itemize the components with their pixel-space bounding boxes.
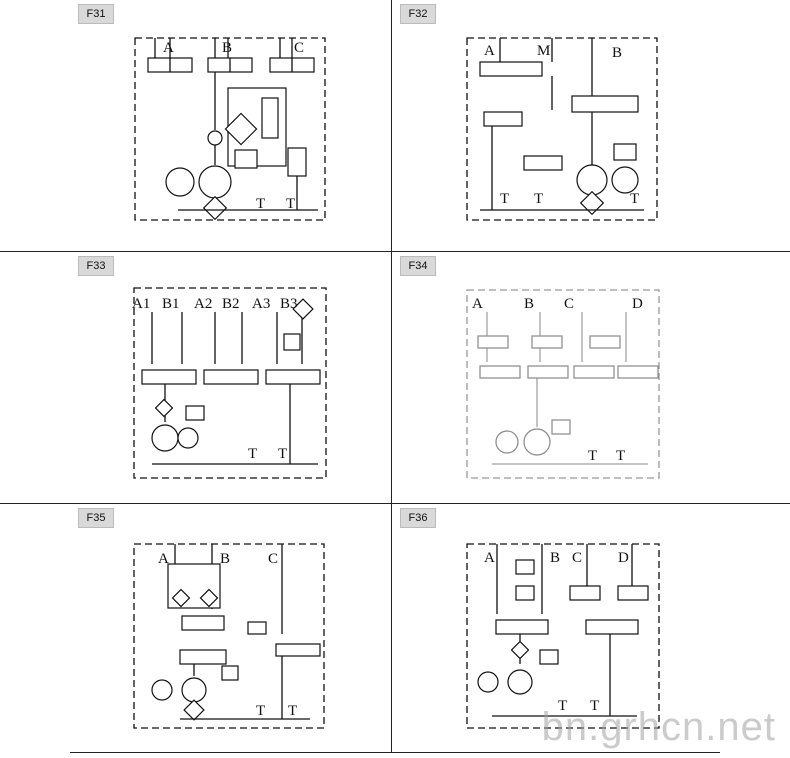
diagram-label: A3: [252, 296, 270, 312]
hydraulic-diagram: A B C T T: [133, 543, 325, 729]
diagram-label: T: [616, 448, 625, 464]
diagram-label: B: [220, 551, 230, 567]
panel-f32: F32 A M B T T T: [392, 0, 712, 250]
diagram-label: D: [632, 296, 643, 312]
diagram-label: T: [288, 703, 297, 719]
diagram-label: T: [248, 446, 257, 462]
diagram-label: A: [472, 296, 483, 312]
diagram-label: B: [524, 296, 534, 312]
diagram-label: T: [588, 448, 597, 464]
diagram-label: A: [484, 550, 495, 566]
diagram-label: C: [564, 296, 574, 312]
panel-f35: F35 A B C T T: [70, 504, 390, 752]
diagram-label: T: [256, 703, 265, 719]
diagram-label: B3: [280, 296, 298, 312]
diagram-label: T: [286, 196, 295, 212]
panel-tag: F34: [400, 256, 436, 276]
panel-f31: F31 A B C T T: [70, 0, 390, 250]
watermark: bn.grhcn.net: [541, 705, 776, 749]
panel-tag: F36: [400, 508, 436, 528]
diagram-label: T: [278, 446, 287, 462]
panel-f36: F36 A B C D T T: [392, 504, 712, 752]
diagram-label: B: [222, 40, 232, 56]
hydraulic-diagram: A B C D T T: [466, 543, 660, 729]
panel-f33: F33 A1 B1 A2 B2 A3 B3 T T: [70, 252, 390, 502]
diagram-label: B1: [162, 296, 180, 312]
diagram-label: T: [558, 698, 567, 714]
grid-divider-row1: [0, 251, 790, 252]
diagram-label: A1: [132, 296, 150, 312]
diagram-label: C: [572, 550, 582, 566]
diagram-label: B: [612, 45, 622, 61]
diagram-label: T: [590, 698, 599, 714]
diagram-label: A: [163, 40, 174, 56]
grid-divider-vertical: [391, 0, 392, 752]
diagram-label: T: [630, 191, 639, 207]
panel-tag: F33: [78, 256, 114, 276]
hydraulic-diagram: A B C D T T: [466, 289, 660, 479]
hydraulic-diagram: A B C T T: [134, 37, 326, 221]
grid-divider-bottom: [70, 752, 720, 753]
diagram-label: M: [537, 43, 550, 59]
diagram-label: D: [618, 550, 629, 566]
panel-tag: F31: [78, 4, 114, 24]
diagram-label: B2: [222, 296, 240, 312]
hydraulic-diagram: A M B T T T: [466, 37, 658, 221]
diagram-label: C: [268, 551, 278, 567]
diagram-label: T: [500, 191, 509, 207]
diagram-label: C: [294, 40, 304, 56]
panel-tag: F32: [400, 4, 436, 24]
diagram-label: A: [158, 551, 169, 567]
panel-f34: F34 A B C D T T: [392, 252, 712, 502]
panel-tag: F35: [78, 508, 114, 528]
diagram-label: A: [484, 43, 495, 59]
diagram-label: T: [534, 191, 543, 207]
diagram-label: A2: [194, 296, 212, 312]
diagram-label: B: [550, 550, 560, 566]
hydraulic-diagram: A1 B1 A2 B2 A3 B3 T T: [132, 287, 327, 479]
grid-divider-row2: [0, 503, 790, 504]
diagram-label: T: [256, 196, 265, 212]
